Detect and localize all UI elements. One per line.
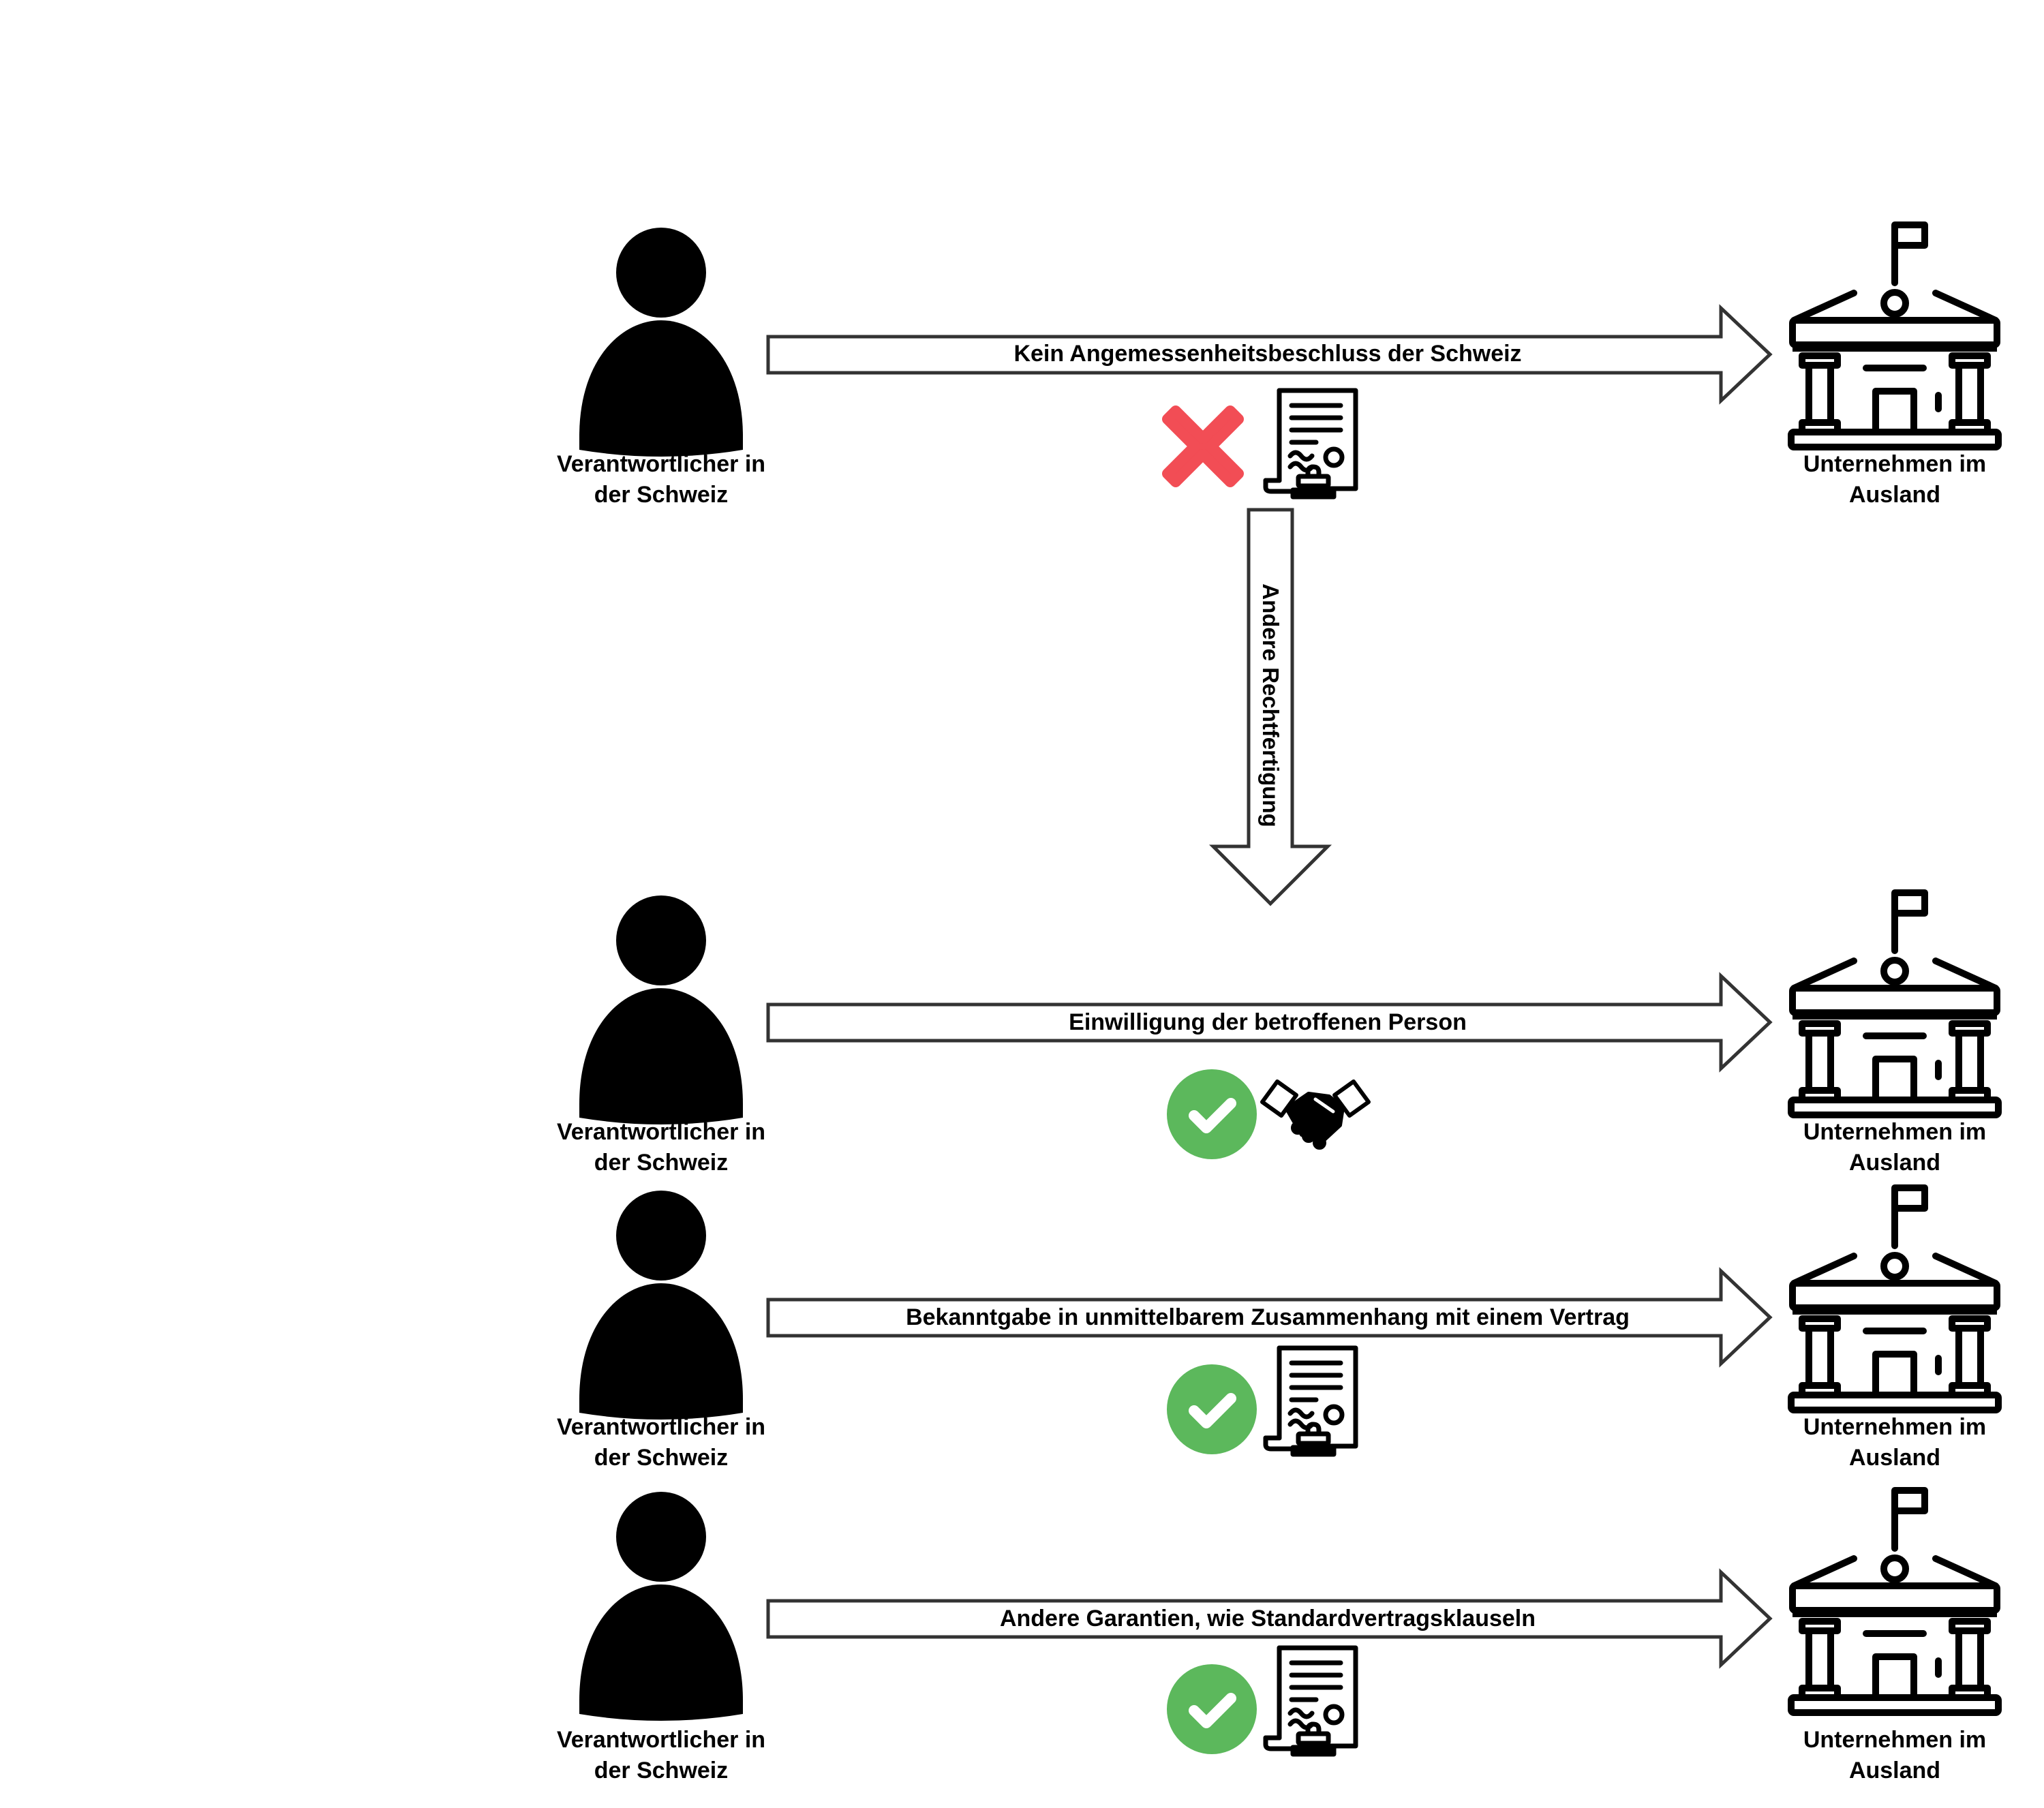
- row-consent: Verantwortlicher in der Schweiz Einwilli…: [557, 893, 1998, 1176]
- government-building-icon: [1791, 893, 1998, 1115]
- green-check-icon: [1167, 1664, 1257, 1754]
- down-arrow: Andere Rechtfertigung: [1208, 508, 1332, 906]
- down-arrow-label: Andere Rechtfertigung: [1258, 583, 1283, 827]
- sender-label-line1: Verantwortlicher in: [557, 1727, 765, 1753]
- green-check-icon: [1167, 1364, 1257, 1454]
- receiver-label-line2: Ausland: [1849, 1445, 1940, 1471]
- sender-label-line2: der Schweiz: [594, 1150, 729, 1176]
- handshake-icon: [1262, 1082, 1369, 1148]
- person-icon: [579, 1492, 743, 1721]
- receiver-label-line2: Ausland: [1849, 482, 1940, 508]
- sender-label-line1: Verantwortlicher in: [557, 1119, 765, 1145]
- row-contract: Verantwortlicher in der Schweiz Bekanntg…: [557, 1188, 1998, 1471]
- certificate-document-icon: [1266, 390, 1356, 497]
- green-check-icon: [1167, 1069, 1257, 1159]
- top-row: Verantwortlicher in der Schweiz Kein Ang…: [557, 225, 1998, 508]
- sender-label-line2: der Schweiz: [594, 1758, 729, 1783]
- receiver-label-line1: Unternehmen im: [1803, 1119, 1986, 1145]
- transfer-arrow: [766, 972, 1773, 1073]
- row-standard-clauses: Verantwortlicher in der Schweiz Andere G…: [557, 1490, 1998, 1783]
- person-icon: [579, 1191, 743, 1420]
- transfer-arrow: [766, 1267, 1773, 1368]
- person-icon: [579, 895, 743, 1124]
- transfer-arrow-label: Andere Garantien, wie Standardvertragskl…: [1000, 1606, 1536, 1631]
- person-icon: [579, 228, 743, 457]
- transfer-arrow: [766, 304, 1773, 405]
- receiver-label-line1: Unternehmen im: [1803, 1414, 1986, 1440]
- certificate-document-icon: [1266, 1348, 1356, 1454]
- government-building-icon: [1791, 1490, 1998, 1713]
- transfer-arrow-label: Kein Angemessenheitsbeschluss der Schwei…: [1013, 341, 1521, 367]
- government-building-icon: [1791, 225, 1998, 447]
- sender-label-line1: Verantwortlicher in: [557, 451, 765, 477]
- government-building-icon: [1791, 1188, 1998, 1410]
- sender-label-line2: der Schweiz: [594, 1445, 729, 1471]
- red-cross-icon: [1162, 405, 1244, 487]
- receiver-label-line1: Unternehmen im: [1803, 1727, 1986, 1753]
- receiver-label-line2: Ausland: [1849, 1150, 1940, 1176]
- certificate-document-icon: [1266, 1648, 1356, 1754]
- receiver-label-line2: Ausland: [1849, 1758, 1940, 1783]
- transfer-arrow-label: Einwilligung der betroffenen Person: [1069, 1009, 1467, 1035]
- sender-label-line2: der Schweiz: [594, 482, 729, 508]
- transfer-arrow-label: Bekanntgabe in unmittelbarem Zusammenhan…: [906, 1304, 1630, 1330]
- receiver-label-line1: Unternehmen im: [1803, 451, 1986, 477]
- sender-label-line1: Verantwortlicher in: [557, 1414, 765, 1440]
- transfer-arrow: [766, 1568, 1773, 1669]
